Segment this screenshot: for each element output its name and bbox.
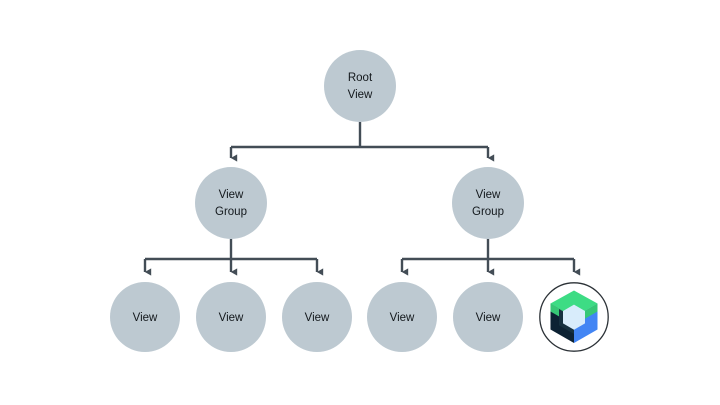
edge-group-right (400, 239, 581, 276)
node-view-4[interactable]: View (367, 282, 437, 352)
node-view-4-circle (367, 282, 437, 352)
node-view-3-circle (282, 282, 352, 352)
jetpack-compose-logo (550, 290, 598, 343)
edge-group-left (143, 239, 324, 276)
node-root-view[interactable]: Root View (324, 50, 396, 122)
node-view-2[interactable]: View (196, 282, 266, 352)
compose-logo-top-face (550, 290, 598, 317)
node-view-1[interactable]: View (110, 282, 180, 352)
node-view-5[interactable]: View (453, 282, 523, 352)
node-compose[interactable] (539, 282, 609, 352)
node-view-1-circle (110, 282, 180, 352)
node-root-view-circle (324, 50, 396, 122)
node-view-5-circle (453, 282, 523, 352)
node-view-group-left[interactable]: View Group (195, 167, 267, 239)
node-view-3[interactable]: View (282, 282, 352, 352)
node-view-group-right[interactable]: View Group (452, 167, 524, 239)
node-view-group-left-circle (195, 167, 267, 239)
node-view-2-circle (196, 282, 266, 352)
compose-logo-center-hexagon (563, 304, 585, 330)
edge-group-root (229, 122, 495, 162)
node-view-group-right-circle (452, 167, 524, 239)
